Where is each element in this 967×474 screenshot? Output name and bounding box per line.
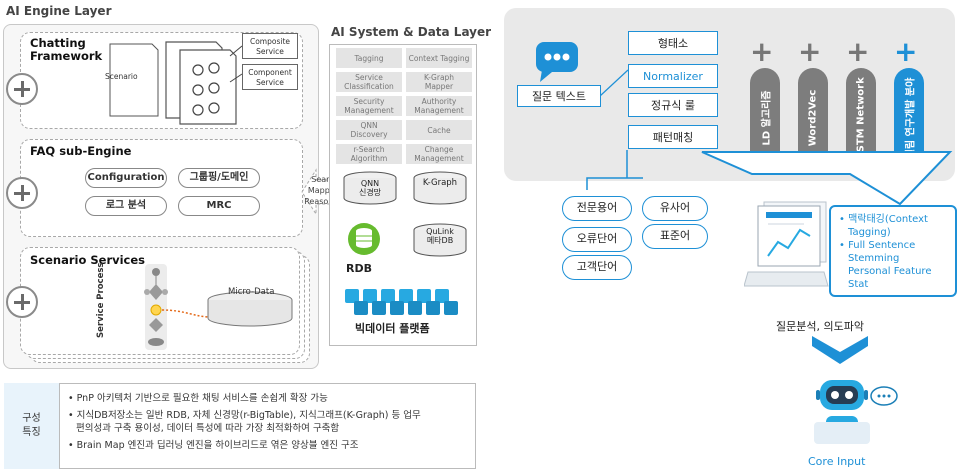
rdb-label: RDB: [346, 262, 372, 275]
qnn-storage-icon: [343, 171, 397, 205]
add-scenario-icon[interactable]: [6, 286, 38, 318]
pattern-matching-box: 패턴매칭: [628, 125, 718, 149]
funnel-arrow: [701, 151, 953, 206]
service-process-label: Service Process: [96, 262, 106, 338]
faq-engine-title: FAQ sub-Engine: [30, 144, 132, 158]
kgraph-storage-icon: [413, 171, 467, 205]
system-cell: Cache: [406, 120, 472, 140]
faq-pill-log-analysis: 로그 분석: [85, 196, 167, 216]
bracket-connector: [586, 150, 643, 190]
pill-synonym: 유사어: [642, 196, 708, 221]
pipeline-connector-lines: [600, 69, 629, 97]
w2v-plus-icon: +: [798, 35, 822, 68]
pill-technical-term: 전문용어: [562, 196, 632, 221]
pill-standard-word: 표준어: [642, 224, 708, 249]
question-text-box: 질문 텍스트: [517, 85, 601, 107]
research-plus-icon: +: [894, 35, 918, 68]
core-input-label: Core Input: [808, 455, 866, 468]
chatting-diagram: [109, 41, 243, 125]
features-list: • PnP 아키텍처 기반으로 필요한 채팅 서비스를 손쉽게 확장 가능 • …: [68, 392, 470, 452]
faq-pill-mrc: MRC: [178, 196, 260, 216]
regex-rule-box: 정규식 룰: [628, 93, 718, 117]
pill-error-word: 오류단어: [562, 227, 632, 252]
faq-pill-configuration: Configuration: [85, 168, 167, 188]
ai-engine-layer-title: AI Engine Layer: [6, 4, 112, 18]
chat-bubble-icon: [536, 42, 578, 82]
ai-system-layer-title: AI System & Data Layer: [331, 25, 492, 39]
callout-item: • Full Sentence: [839, 240, 916, 251]
scenario-services-title: Scenario Services: [30, 253, 146, 267]
computer-illustration-icon: [744, 201, 829, 287]
morpheme-box: 형태소: [628, 31, 718, 55]
service-process-diagram: [144, 264, 293, 350]
callout-item: Tagging): [848, 227, 891, 238]
system-cell: Context Tagging: [406, 48, 472, 68]
analysis-label: 질문분석, 의도파악: [776, 320, 864, 333]
chatting-framework-title: Chatting Framework: [30, 36, 103, 63]
pill-customer-word: 고객단어: [562, 255, 632, 280]
robot-icon: [814, 380, 898, 444]
faq-pill-grouping: 그룹핑/도메인: [178, 168, 260, 188]
add-chatting-icon[interactable]: [6, 73, 38, 105]
callout-item: Stemming: [848, 253, 900, 264]
rdb-database-icon: [348, 223, 380, 255]
feature-item: • PnP 아키텍처 기반으로 필요한 채팅 서비스를 손쉽게 확장 가능: [68, 393, 328, 404]
search-mapping-reasoning-label: Search Mapping Reasoning: [304, 175, 346, 206]
micro-data-label: Micro-Data: [228, 287, 275, 297]
normalizer-box: Normalizer: [628, 64, 718, 88]
scenario-label: Scenario: [105, 72, 138, 81]
feature-item: • Brain Map 엔진과 딥러닝 엔진을 하이브리드로 엮은 양상블 엔진…: [68, 440, 359, 451]
add-faq-icon[interactable]: [6, 177, 38, 209]
callout-box: • 맥락태깅(Context Tagging) • Full Sentence …: [829, 205, 957, 297]
feature-item: 편의성과 구축 용이성, 데이터 특성에 따라 가장 최적화하여 구축함: [76, 423, 340, 434]
bigdata-cluster-icon: [345, 289, 458, 315]
system-cell: Tagging: [336, 48, 402, 68]
faq-engine-panel: [20, 139, 303, 237]
lstm-plus-icon: +: [846, 35, 870, 68]
down-chevron-arrow: [812, 336, 868, 364]
features-box: [4, 383, 476, 469]
callout-item: • 맥락태깅(Context: [839, 214, 928, 225]
callout-item: Personal Feature Stat: [848, 266, 932, 290]
kgraph-storage-label: K-Graph: [422, 178, 458, 188]
qulink-storage-icon: [413, 223, 467, 257]
ld-plus-icon: +: [750, 35, 774, 68]
bigdata-platform-label: 빅데이터 플랫폼: [355, 322, 430, 335]
feature-item: • 지식DB저장소는 일반 RDB, 자체 신경망(r-BigTable), 지…: [68, 410, 421, 421]
